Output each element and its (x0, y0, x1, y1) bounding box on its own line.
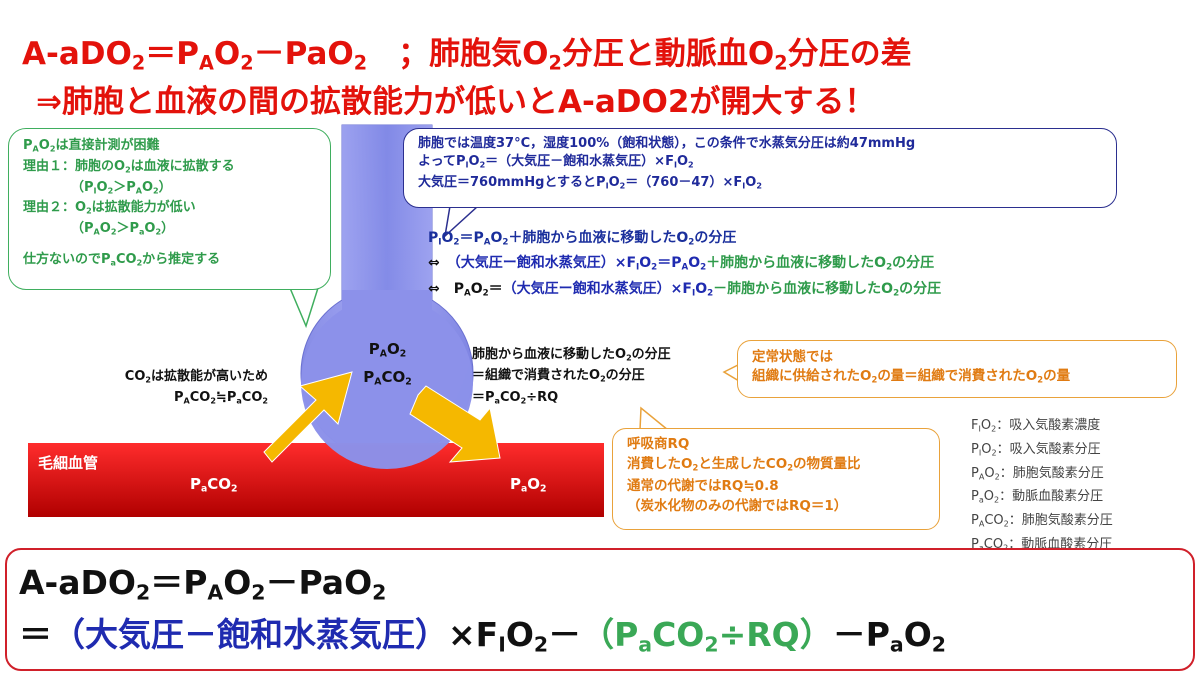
co2-diffusion-note: CO2は拡散能が高いため PACO2≒PaCO2 (82, 368, 268, 411)
green-conclusion: 仕方ないのでPaCO2から推定する (23, 251, 221, 267)
formula-line2: ＝（大気圧－飽和水蒸気圧）×FIO2－（PaCO2÷RQ）－PaO2 (19, 615, 947, 657)
title-rest3: 分圧の差 (787, 36, 912, 72)
alveolus-label: PAO2 PACO2 (330, 338, 445, 393)
steady-state-callout: 定常状態では 組織に供給されたO2の量＝組織で消費されたO2の量 (737, 340, 1177, 398)
co2-note-line1: CO2は拡散能が高いため (124, 369, 268, 385)
green-line1: PAO2は直接計測が困難 (23, 138, 160, 154)
rq-line1: 消費したO2と生成したCO2の物質量比 (627, 455, 861, 472)
page-subtitle: ⇒肺胞と血液の間の拡散能力が低いとA-aDO2が開大する！ (36, 84, 876, 120)
symbol-legend: FIO2：吸入気酸素濃度 PIO2：吸入気酸素分圧 PAO2：肺胞気酸素分圧 P… (971, 416, 1113, 559)
equation-2: ⇔ （大気圧ー飽和水蒸気圧）×FIO2＝PAO2＋肺胞から血液に移動したO2の分… (428, 255, 935, 273)
o2-arrow (409, 385, 501, 463)
o2-note-line2: ＝組織で消費されたO2の分圧 (472, 368, 645, 384)
blue-line1: 肺胞では温度37°C，湿度100%（飽和状態），この条件で水蒸気分圧は約47mm… (418, 136, 916, 151)
equation-3: ⇔ PAO2＝（大気圧ー飽和水蒸気圧）×FIO2－肺胞から血液に移動したO2の分… (428, 280, 942, 299)
equation-1: PIO2＝PAO2＋肺胞から血液に移動したO2の分圧 (428, 230, 737, 248)
green-reason2-paren: （PAO2＞PaO2） (71, 221, 175, 237)
capillary-pao2: PaO2 (510, 475, 547, 495)
title-aado2: A-aDO (22, 36, 132, 72)
legend-item: PAO2：肺胞気酸素分圧 (971, 465, 1104, 481)
o2-note-line3: ＝PaCO2÷RQ (472, 389, 559, 405)
formula-box: A-aDO2＝PAO2－PaO2 ＝（大気圧－飽和水蒸気圧）×FIO2－（PaC… (5, 548, 1195, 671)
legend-item: FIO2：吸入気酸素濃度 (971, 418, 1101, 434)
capillary-label: 毛細血管 (38, 454, 99, 472)
co2-arrow (263, 371, 353, 463)
blue-line3: 大気圧＝760mmHgとするとPIO2＝（760－47）×FIO2 (418, 175, 762, 191)
blue-callout: 肺胞では温度37°C，湿度100%（飽和状態），この条件で水蒸気分圧は約47mm… (403, 128, 1117, 208)
o2-note-line1: 肺胞から血液に移動したO2の分圧 (472, 347, 671, 363)
steady-line2: 組織に供給されたO2の量＝組織で消費されたO2の量 (752, 368, 1071, 385)
rq-line3: （炭水化物のみの代謝ではRQ＝1） (627, 497, 848, 514)
capillary-bar (28, 443, 604, 517)
rq-line2: 通常の代謝ではRQ≒0.8 (627, 478, 779, 495)
legend-item: PIO2：吸入気酸素分圧 (971, 441, 1101, 457)
green-reason1-paren: （PIO2＞PAO2） (71, 179, 172, 195)
co2-note-line2: PACO2≒PaCO2 (173, 390, 268, 406)
green-reason2: 理由２：O2は拡散能力が低い (23, 200, 196, 216)
alveolus-pao2: PAO2 (368, 340, 407, 360)
green-reason1: 理由１：肺胞のO2は血液に拡散する (23, 158, 235, 174)
legend-item: PACO2：肺胞気酸素分圧 (971, 513, 1113, 529)
capillary-paco2: PaCO2 (190, 475, 238, 495)
title-rest: ；肺胞気O (398, 36, 549, 72)
green-callout: PAO2は直接計測が困難 理由１：肺胞のO2は血液に拡散する （PIO2＞PAO… (8, 128, 331, 290)
rq-callout: 呼吸商RQ 消費したO2と生成したCO2の物質量比 通常の代謝ではRQ≒0.8 … (612, 428, 940, 530)
o2-transfer-note: 肺胞から血液に移動したO2の分圧 ＝組織で消費されたO2の分圧 ＝PaCO2÷R… (472, 346, 671, 410)
rq-title: 呼吸商RQ (627, 436, 690, 452)
formula-line1: A-aDO2＝PAO2－PaO2 (19, 563, 387, 605)
steady-line1: 定常状態では (752, 349, 833, 365)
equation-block: PIO2＝PAO2＋肺胞から血液に移動したO2の分圧 ⇔ （大気圧ー飽和水蒸気圧… (428, 228, 941, 304)
blue-line2: よってPIO2＝（大気圧－飽和水蒸気圧）×FIO2 (418, 154, 694, 170)
title-rest2: 分圧と動脈血O (561, 36, 775, 72)
page-title: A-aDO2＝PAO2－PaO2 ；肺胞気O2分圧と動脈血O2分圧の差 (22, 36, 912, 75)
legend-item: PaO2：動脈血酸素分圧 (971, 489, 1104, 505)
alveolus-paco2: PACO2 (363, 367, 412, 388)
